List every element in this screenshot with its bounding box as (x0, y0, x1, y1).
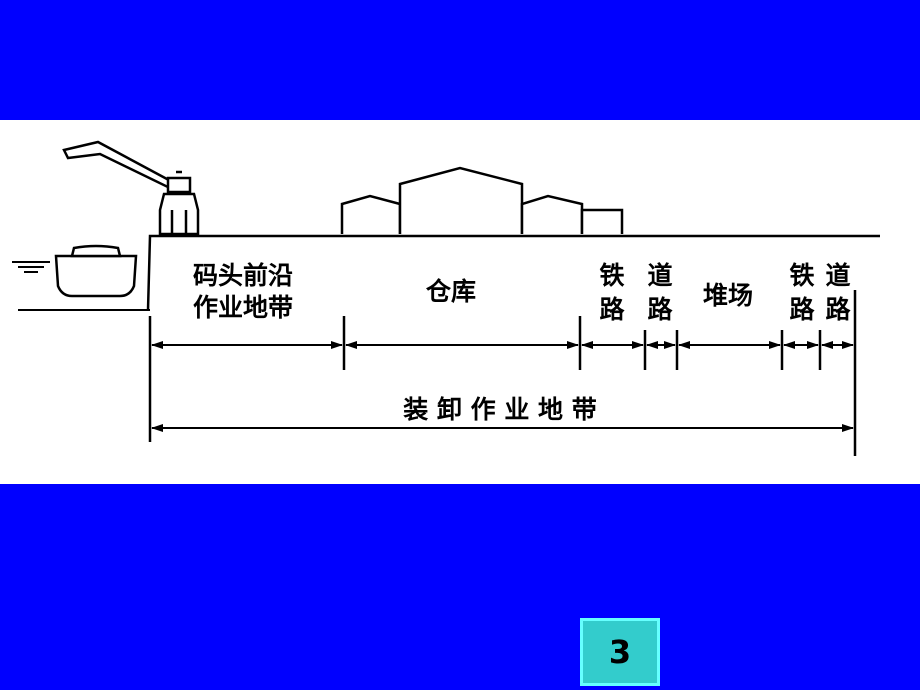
ship-icon (54, 244, 138, 298)
page-number-badge: 3 (580, 618, 660, 686)
label-road-1-bottom: 路 (647, 295, 673, 324)
quay-ground-line (146, 234, 880, 311)
crane-icon (62, 140, 200, 236)
label-road-1-top: 道 (647, 261, 672, 290)
port-layout-diagram: 码头前沿 作业地带 仓库 铁 路 道 路 堆场 铁 路 道 路 装 卸 作 业 … (12, 140, 880, 456)
label-railway-1-bottom: 路 (599, 295, 625, 324)
label-railway-2-top: 铁 (789, 261, 814, 290)
top-blue-band (0, 0, 920, 120)
zone-boundaries (148, 290, 857, 456)
page-number: 3 (608, 633, 632, 671)
label-warehouse: 仓库 (425, 277, 476, 306)
label-railway-2-bottom: 路 (789, 295, 815, 324)
label-wharf-apron-line1: 码头前沿 (193, 261, 293, 290)
diagram-panel: 码头前沿 作业地带 仓库 铁 路 道 路 堆场 铁 路 道 路 装 卸 作 业 … (0, 120, 920, 484)
bottom-blue-band (0, 484, 920, 690)
water-icon (12, 261, 150, 311)
label-road-2-bottom: 路 (825, 295, 851, 324)
warehouse-icon (340, 166, 624, 234)
label-handling-zone: 装 卸 作 业 地 带 (403, 395, 597, 424)
label-storage-yard: 堆场 (703, 281, 753, 310)
label-wharf-apron-line2: 作业地带 (193, 293, 293, 322)
label-railway-1-top: 铁 (599, 261, 624, 290)
label-road-2-top: 道 (825, 261, 850, 290)
